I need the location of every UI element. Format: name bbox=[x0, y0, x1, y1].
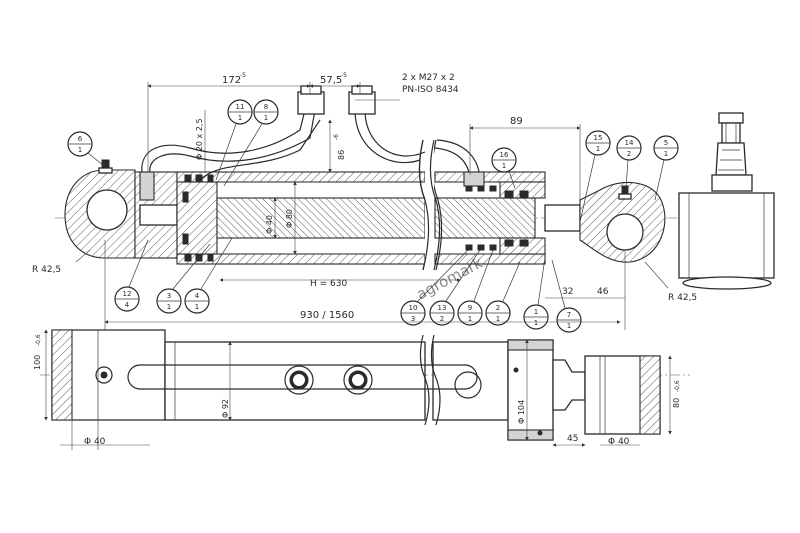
svg-text:9: 9 bbox=[468, 304, 472, 312]
svg-text:1: 1 bbox=[534, 308, 538, 316]
svg-text:1: 1 bbox=[78, 146, 82, 154]
balloon-2: 2 1 bbox=[485, 261, 521, 326]
dim-80: 80 bbox=[672, 398, 681, 408]
cylinder-gland bbox=[465, 181, 581, 255]
balloon-1: 1 1 bbox=[523, 257, 549, 330]
svg-text:16: 16 bbox=[500, 151, 509, 159]
svg-text:1: 1 bbox=[567, 322, 571, 330]
bottom-dimensions bbox=[44, 329, 672, 450]
svg-text:12: 12 bbox=[123, 290, 132, 298]
balloon-5: 5 1 bbox=[653, 135, 679, 201]
balloon-15: 15 1 bbox=[579, 130, 611, 223]
part-balloons: 6 1 11 1 8 1 16 1 15 1 bbox=[67, 99, 679, 333]
svg-text:13: 13 bbox=[438, 304, 447, 312]
dim-phi104: Φ 104 bbox=[517, 400, 526, 424]
end-view bbox=[678, 112, 775, 290]
dim-80-tol: -0,6 bbox=[674, 380, 681, 392]
svg-text:1: 1 bbox=[664, 150, 668, 158]
hydraulic-pipes bbox=[139, 85, 485, 201]
balloon-7: 7 1 bbox=[551, 259, 582, 333]
balloon-9: 9 1 bbox=[457, 249, 494, 326]
dim-32: 32 bbox=[562, 287, 573, 297]
svg-text:1: 1 bbox=[502, 162, 506, 170]
svg-text:2: 2 bbox=[627, 150, 631, 158]
dim-phi40-rod: Φ 40 bbox=[265, 215, 274, 234]
left-mounting-eye bbox=[64, 169, 178, 259]
svg-text:2: 2 bbox=[496, 304, 500, 312]
dim-r425-left: R 42,5 bbox=[32, 265, 61, 275]
dim-phi40-left: Φ 40 bbox=[84, 437, 106, 447]
dim-stroke: H = 630 bbox=[310, 279, 347, 289]
svg-text:1: 1 bbox=[534, 319, 538, 327]
balloon-3: 3 1 bbox=[156, 243, 211, 314]
right-grease-nipple bbox=[618, 185, 632, 200]
dim-86: 86 bbox=[337, 150, 346, 160]
svg-text:1: 1 bbox=[468, 315, 472, 323]
svg-text:15: 15 bbox=[594, 134, 603, 142]
dim-86-tol: -6 bbox=[333, 134, 340, 140]
balloon-13: 13 2 bbox=[429, 249, 481, 326]
balloon-12: 12 4 bbox=[114, 239, 149, 312]
svg-text:10: 10 bbox=[409, 304, 418, 312]
balloon-10: 10 3 bbox=[400, 249, 469, 326]
balloon-16: 16 1 bbox=[491, 147, 517, 189]
dim-length: 930 / 1560 bbox=[300, 310, 354, 321]
svg-text:11: 11 bbox=[236, 103, 245, 111]
svg-text:1: 1 bbox=[238, 114, 242, 122]
svg-text:4: 4 bbox=[125, 301, 130, 309]
port-standard-label: PN-ISO 8434 bbox=[402, 85, 459, 95]
svg-text:6: 6 bbox=[78, 135, 83, 143]
dim-172: 172 bbox=[222, 75, 241, 86]
dim-phi80: Φ 80 bbox=[285, 209, 294, 228]
svg-text:1: 1 bbox=[496, 315, 500, 323]
svg-text:3: 3 bbox=[167, 292, 171, 300]
dim-57-5: 57,5 bbox=[320, 75, 342, 86]
dim-100: 100 bbox=[33, 355, 42, 370]
balloon-14: 14 2 bbox=[616, 135, 642, 189]
svg-text:1: 1 bbox=[264, 114, 268, 122]
dim-100-tol: -0,6 bbox=[35, 334, 42, 346]
dim-57-5-tol: -5 bbox=[341, 72, 347, 79]
balloon-4: 4 1 bbox=[184, 237, 233, 314]
balloon-8: 8 1 bbox=[223, 99, 279, 187]
dim-45: 45 bbox=[567, 434, 578, 444]
outside-view bbox=[40, 329, 690, 441]
svg-text:1: 1 bbox=[596, 145, 600, 153]
svg-text:5: 5 bbox=[664, 139, 668, 147]
balloon-6: 6 1 bbox=[67, 131, 105, 167]
dim-172-tol: -5 bbox=[240, 72, 246, 79]
dim-r425-right: R 42,5 bbox=[668, 293, 697, 303]
svg-text:8: 8 bbox=[264, 103, 268, 111]
right-mounting-eye bbox=[579, 181, 666, 263]
cylinder-barrel bbox=[176, 171, 546, 265]
svg-text:3: 3 bbox=[411, 315, 415, 323]
svg-text:1: 1 bbox=[167, 303, 171, 311]
left-grease-nipple bbox=[98, 159, 113, 174]
dim-46: 46 bbox=[597, 287, 609, 297]
svg-text:2: 2 bbox=[440, 315, 444, 323]
dim-89: 89 bbox=[510, 116, 523, 127]
port-thread-label: 2 x M27 x 2 bbox=[402, 73, 455, 83]
svg-text:1: 1 bbox=[195, 303, 199, 311]
svg-text:14: 14 bbox=[625, 139, 634, 147]
dim-phi92: Φ 92 bbox=[221, 399, 230, 418]
balloon-11: 11 1 bbox=[215, 99, 253, 181]
svg-text:7: 7 bbox=[567, 311, 571, 319]
dim-phi20x25: Φ 20 x 2,5 bbox=[195, 118, 204, 160]
svg-text:4: 4 bbox=[195, 292, 200, 300]
section-view: 172 -5 57,5 -5 2 x M27 x 2 PN-ISO 8434 8… bbox=[32, 72, 697, 330]
piston-seals bbox=[182, 174, 214, 262]
dim-phi40-right: Φ 40 bbox=[608, 437, 630, 447]
